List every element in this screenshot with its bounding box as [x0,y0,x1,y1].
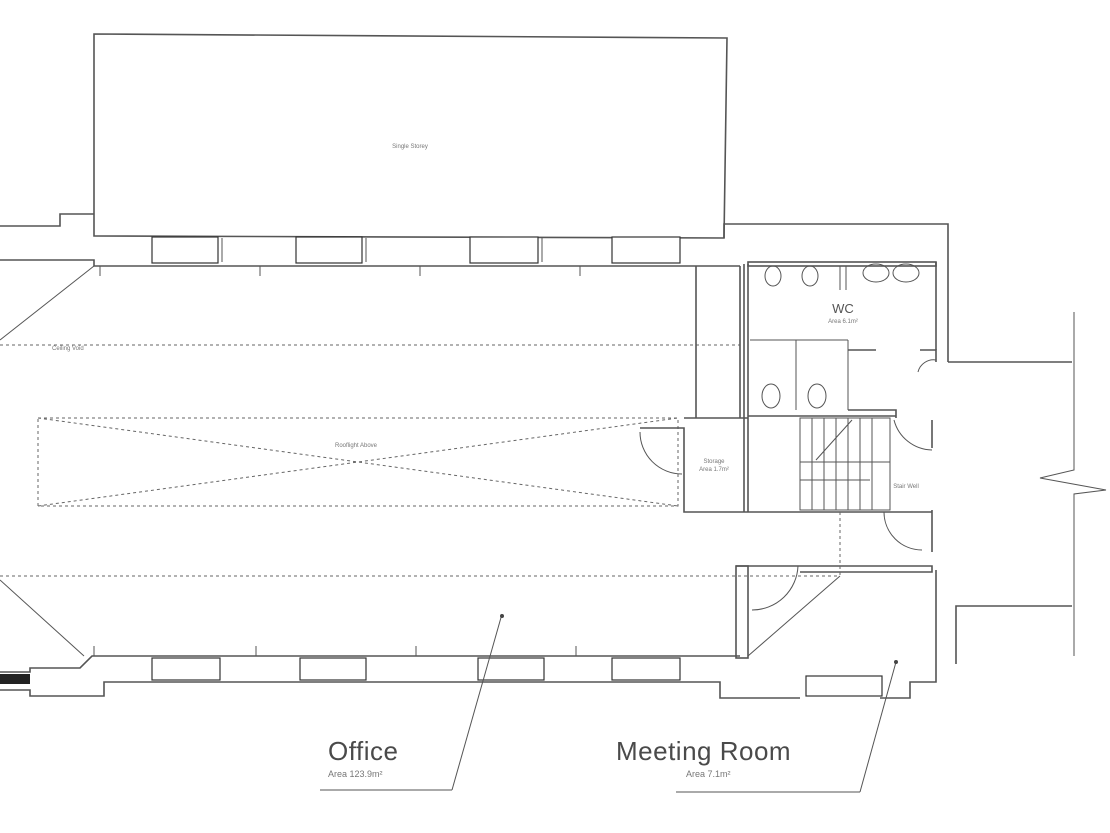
window [805,675,883,697]
office-area: Area 123.9m² [328,769,383,779]
office-label-group: Office Area 123.9m² [328,736,398,779]
window [477,657,545,681]
ceiling-void-label: Ceiling Void [52,346,84,352]
top-wall [0,213,949,362]
meeting-room [735,512,937,664]
leader-lines [320,613,898,793]
stair-label: Stair Well [893,484,919,490]
rooflight: Rooflight Above [37,417,679,507]
partitions [695,264,749,512]
storage-label: Storage [703,459,725,465]
window [611,657,681,681]
ceiling-void: Ceiling Void [0,265,840,657]
meeting-room-name: Meeting Room [616,736,792,766]
single-storey-label: Single Storey [392,144,428,150]
window [151,236,219,264]
office-name: Office [328,736,399,766]
wc-area: Area 6.1m² [828,319,858,325]
window [469,236,539,264]
window [611,236,681,264]
exterior-right [948,312,1107,664]
storage-area: Area 1.7m² [699,467,729,473]
wc-room: WC Area 6.1m² [747,261,937,418]
meeting-room-label-group: Meeting Room Area 7.1m² [616,736,791,779]
bottom-wall [0,646,937,699]
window [299,657,367,681]
rooflight-label: Rooflight Above [335,443,378,449]
window [151,657,221,681]
meeting-room-area: Area 7.1m² [686,769,731,779]
single-storey-block: Single Storey [93,33,728,239]
window [295,236,363,264]
wc-label: WC [832,301,854,316]
storage-room: Storage Area 1.7m² [639,417,748,513]
